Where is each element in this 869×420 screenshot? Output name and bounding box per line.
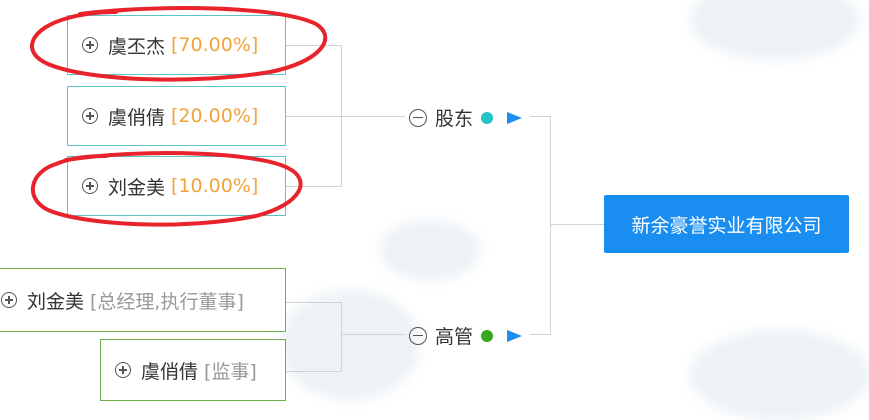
- company-node[interactable]: 新余豪誉实业有限公司: [604, 195, 849, 253]
- background-haze: [690, 330, 869, 420]
- connector-line: [341, 45, 342, 187]
- shareholder-name: 虞丕杰: [108, 35, 166, 58]
- status-dot: [481, 329, 494, 342]
- category-executives[interactable]: 高管: [409, 322, 523, 349]
- company-name: 新余豪誉实业有限公司: [631, 214, 822, 237]
- connector-line: [341, 334, 405, 335]
- plus-circle-icon[interactable]: [1, 292, 17, 308]
- connector-line: [550, 116, 551, 335]
- background-haze: [380, 220, 480, 280]
- plus-circle-icon[interactable]: [115, 362, 131, 378]
- status-dot: [481, 111, 494, 124]
- category-shareholders[interactable]: 股东: [409, 104, 523, 131]
- connector-line: [285, 186, 342, 187]
- shareholder-name: 虞俏倩: [108, 106, 166, 129]
- shareholding-percentage: [20.00%]: [171, 105, 259, 127]
- plus-circle-icon[interactable]: [82, 108, 98, 124]
- shareholding-percentage: [70.00%]: [171, 34, 259, 56]
- shareholder-node[interactable]: 虞丕杰 [70.00%]: [67, 15, 286, 75]
- connector-line: [285, 45, 342, 46]
- minus-circle-icon[interactable]: [409, 108, 427, 127]
- shareholder-name: 刘金美: [108, 176, 166, 199]
- shareholder-node[interactable]: 刘金美 [10.00%]: [67, 156, 286, 216]
- plus-circle-icon[interactable]: [82, 37, 98, 53]
- connector-line: [285, 116, 405, 117]
- shareholder-node[interactable]: 虞俏倩 [20.00%]: [67, 86, 286, 146]
- minus-circle-icon[interactable]: [409, 326, 427, 345]
- connector-line: [530, 334, 550, 335]
- background-haze: [280, 290, 420, 400]
- executive-role: [监事]: [204, 360, 257, 383]
- connector-line: [530, 116, 550, 117]
- plus-circle-icon[interactable]: [82, 178, 98, 194]
- connector-line: [550, 224, 604, 225]
- executive-node[interactable]: 虞俏倩 [监事]: [100, 339, 286, 401]
- category-label: 股东: [435, 108, 474, 130]
- background-haze: [690, 0, 860, 60]
- annotation-circle: [30, 6, 328, 82]
- connector-line: [341, 302, 342, 372]
- triangle-right-icon: [507, 329, 523, 342]
- executive-name: 刘金美: [27, 290, 85, 313]
- annotation-circle: [30, 151, 303, 227]
- shareholding-percentage: [10.00%]: [171, 175, 259, 197]
- connector-line: [286, 302, 342, 303]
- category-label: 高管: [435, 326, 474, 348]
- connector-line: [286, 371, 342, 372]
- triangle-right-icon: [507, 111, 523, 124]
- executive-name: 虞俏倩: [141, 360, 199, 383]
- executive-node[interactable]: 刘金美 [总经理,执行董事]: [0, 268, 286, 332]
- executive-role: [总经理,执行董事]: [90, 290, 244, 313]
